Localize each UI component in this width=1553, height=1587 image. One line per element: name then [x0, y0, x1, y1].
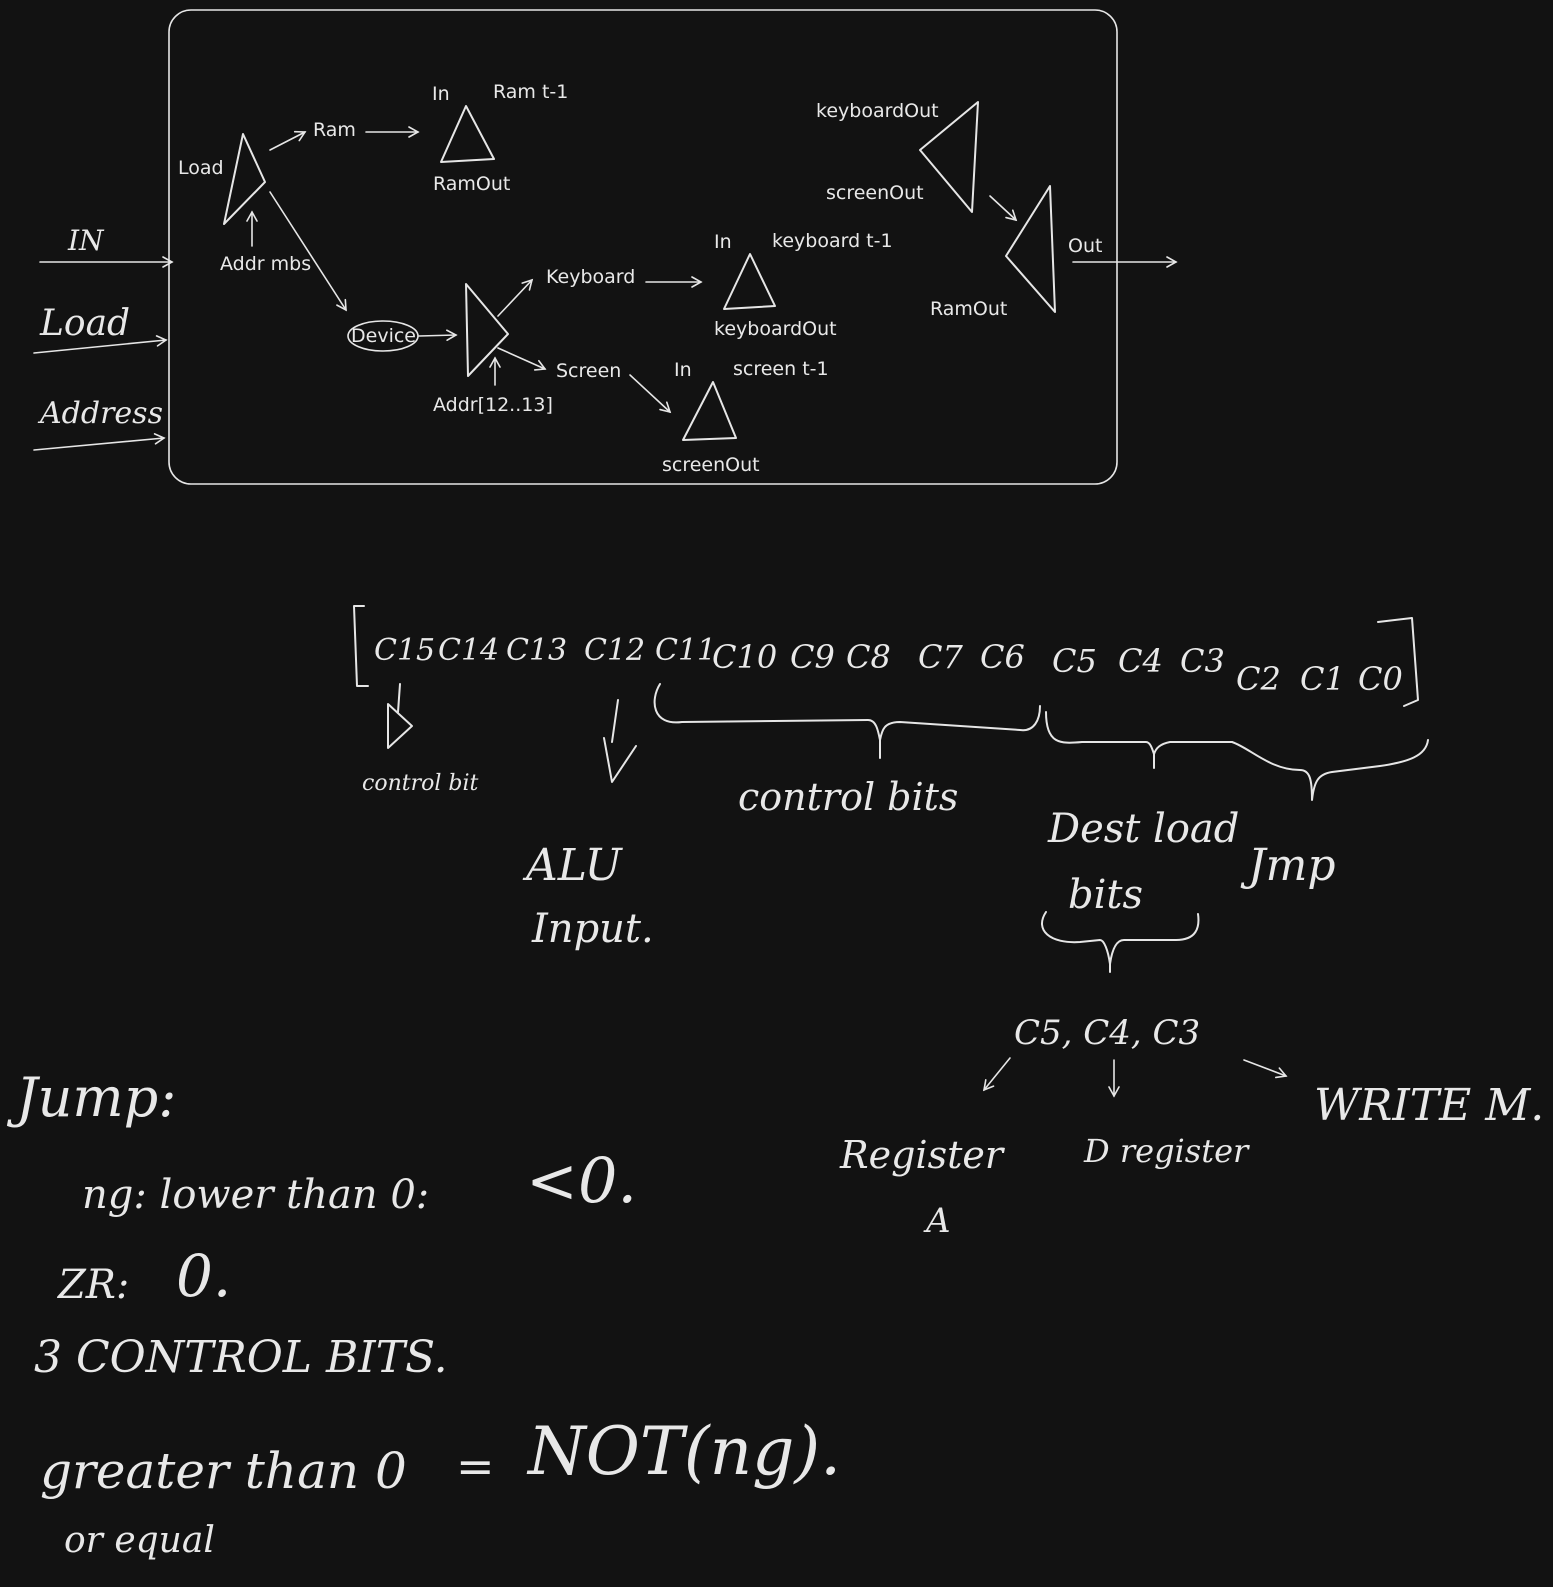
- input-address: Address: [33, 396, 166, 451]
- input-in: IN: [39, 224, 174, 268]
- ram-in-label: In: [432, 83, 450, 105]
- jump-equals: =: [456, 1439, 495, 1493]
- jump-three-bits: 3 CONTROL BITS.: [34, 1332, 448, 1383]
- bit-c11: C11: [655, 633, 716, 668]
- control-bits-label: control bits: [738, 775, 958, 819]
- ram-label: Ram: [313, 119, 356, 141]
- jump-ng-symbol: <0.: [526, 1144, 637, 1217]
- d-register-label: D register: [1083, 1132, 1250, 1170]
- kb-t1-label: keyboard t-1: [772, 230, 893, 252]
- bit-c7: C7: [918, 638, 963, 676]
- bit-c3: C3: [1180, 642, 1225, 680]
- input-address-label: Address: [37, 396, 163, 431]
- device-mux: keyboardOut screenOut: [816, 100, 979, 213]
- bit-c6: C6: [980, 638, 1025, 676]
- scr-in-label: In: [674, 359, 692, 381]
- jmp-label: Jmp: [1240, 840, 1336, 891]
- ram-chip: In Ram t-1 RamOut: [432, 81, 568, 195]
- alu-input-label: Input.: [531, 906, 654, 952]
- control-bit-label: control bit: [362, 771, 478, 796]
- mux-scr-label: screenOut: [826, 182, 924, 204]
- bit-c0: C0: [1358, 660, 1403, 698]
- bit-c4: C4: [1118, 642, 1163, 680]
- keyboard-chip: In keyboard t-1 keyboardOut: [714, 230, 893, 340]
- ram-out-label: RamOut: [433, 173, 510, 195]
- bit-c5: C5: [1052, 642, 1097, 680]
- device-node: [347, 320, 419, 352]
- input-load-label: Load: [39, 303, 130, 344]
- bit-c2: C2: [1236, 660, 1281, 698]
- bit-c12: C12: [584, 633, 645, 668]
- jump-title: Jump:: [6, 1066, 176, 1129]
- kb-out-label: keyboardOut: [714, 318, 837, 340]
- screen-chip: In screen t-1 screenOut: [662, 358, 829, 476]
- bit-c1: C1: [1300, 660, 1345, 698]
- bit-c10: C10: [712, 638, 777, 676]
- bit-c13: C13: [506, 633, 567, 668]
- bit-c8: C8: [846, 638, 891, 676]
- demux-load-label: Load: [178, 157, 224, 179]
- device-demux: Addr[12..13]: [433, 283, 553, 416]
- ram-demux: Load Addr mbs: [178, 133, 311, 275]
- write-m-label: WRITE M.: [1314, 1080, 1544, 1131]
- jump-notes: Jump: ng: lower than 0: <0. ZR: 0. 3 CON…: [6, 1066, 841, 1561]
- ram-t1-label: Ram t-1: [493, 81, 568, 103]
- dest-bits-triplet: C5, C4, C3: [1014, 1013, 1200, 1053]
- screen-label: Screen: [556, 360, 621, 382]
- jump-zr-symbol: 0.: [176, 1242, 231, 1310]
- mux-ram-label: RamOut: [930, 298, 1007, 320]
- jump-or-equal: or equal: [64, 1520, 215, 1561]
- jump-ng: ng: lower than 0:: [82, 1172, 429, 1218]
- jump-zr: ZR:: [56, 1262, 129, 1308]
- bit-c9: C9: [790, 638, 835, 676]
- keyboard-label: Keyboard: [546, 266, 635, 288]
- bit-c14: C14: [438, 633, 499, 668]
- bit-c15: C15: [374, 633, 435, 668]
- register-a-label: Register: [839, 1133, 1006, 1177]
- input-in-label: IN: [67, 224, 105, 257]
- addr-mbs-label: Addr mbs: [220, 253, 311, 275]
- jump-not-ng: NOT(ng).: [526, 1413, 841, 1490]
- kb-in-label: In: [714, 231, 732, 253]
- instruction-word: C15 C14 C13 C12 C11 C10 C9 C8 C7 C6 C5 C…: [353, 605, 1419, 707]
- dest-load-label: Dest load: [1047, 806, 1239, 852]
- input-load: Load: [33, 303, 168, 354]
- scr-t1-label: screen t-1: [733, 358, 829, 380]
- out-label: Out: [1068, 235, 1102, 257]
- jump-greater: greater than 0: [40, 1442, 407, 1500]
- scr-out-label: screenOut: [662, 454, 760, 476]
- mux-kb-label: keyboardOut: [816, 100, 939, 122]
- output-mux: RamOut Out: [930, 185, 1102, 320]
- device-label: Device: [351, 325, 416, 347]
- addr-12-13-label: Addr[12..13]: [433, 394, 553, 416]
- alu-label: ALU: [522, 840, 624, 891]
- dest-bits-label: bits: [1068, 872, 1143, 918]
- register-a-letter: A: [923, 1201, 951, 1241]
- memory-block-frame: [168, 9, 1118, 485]
